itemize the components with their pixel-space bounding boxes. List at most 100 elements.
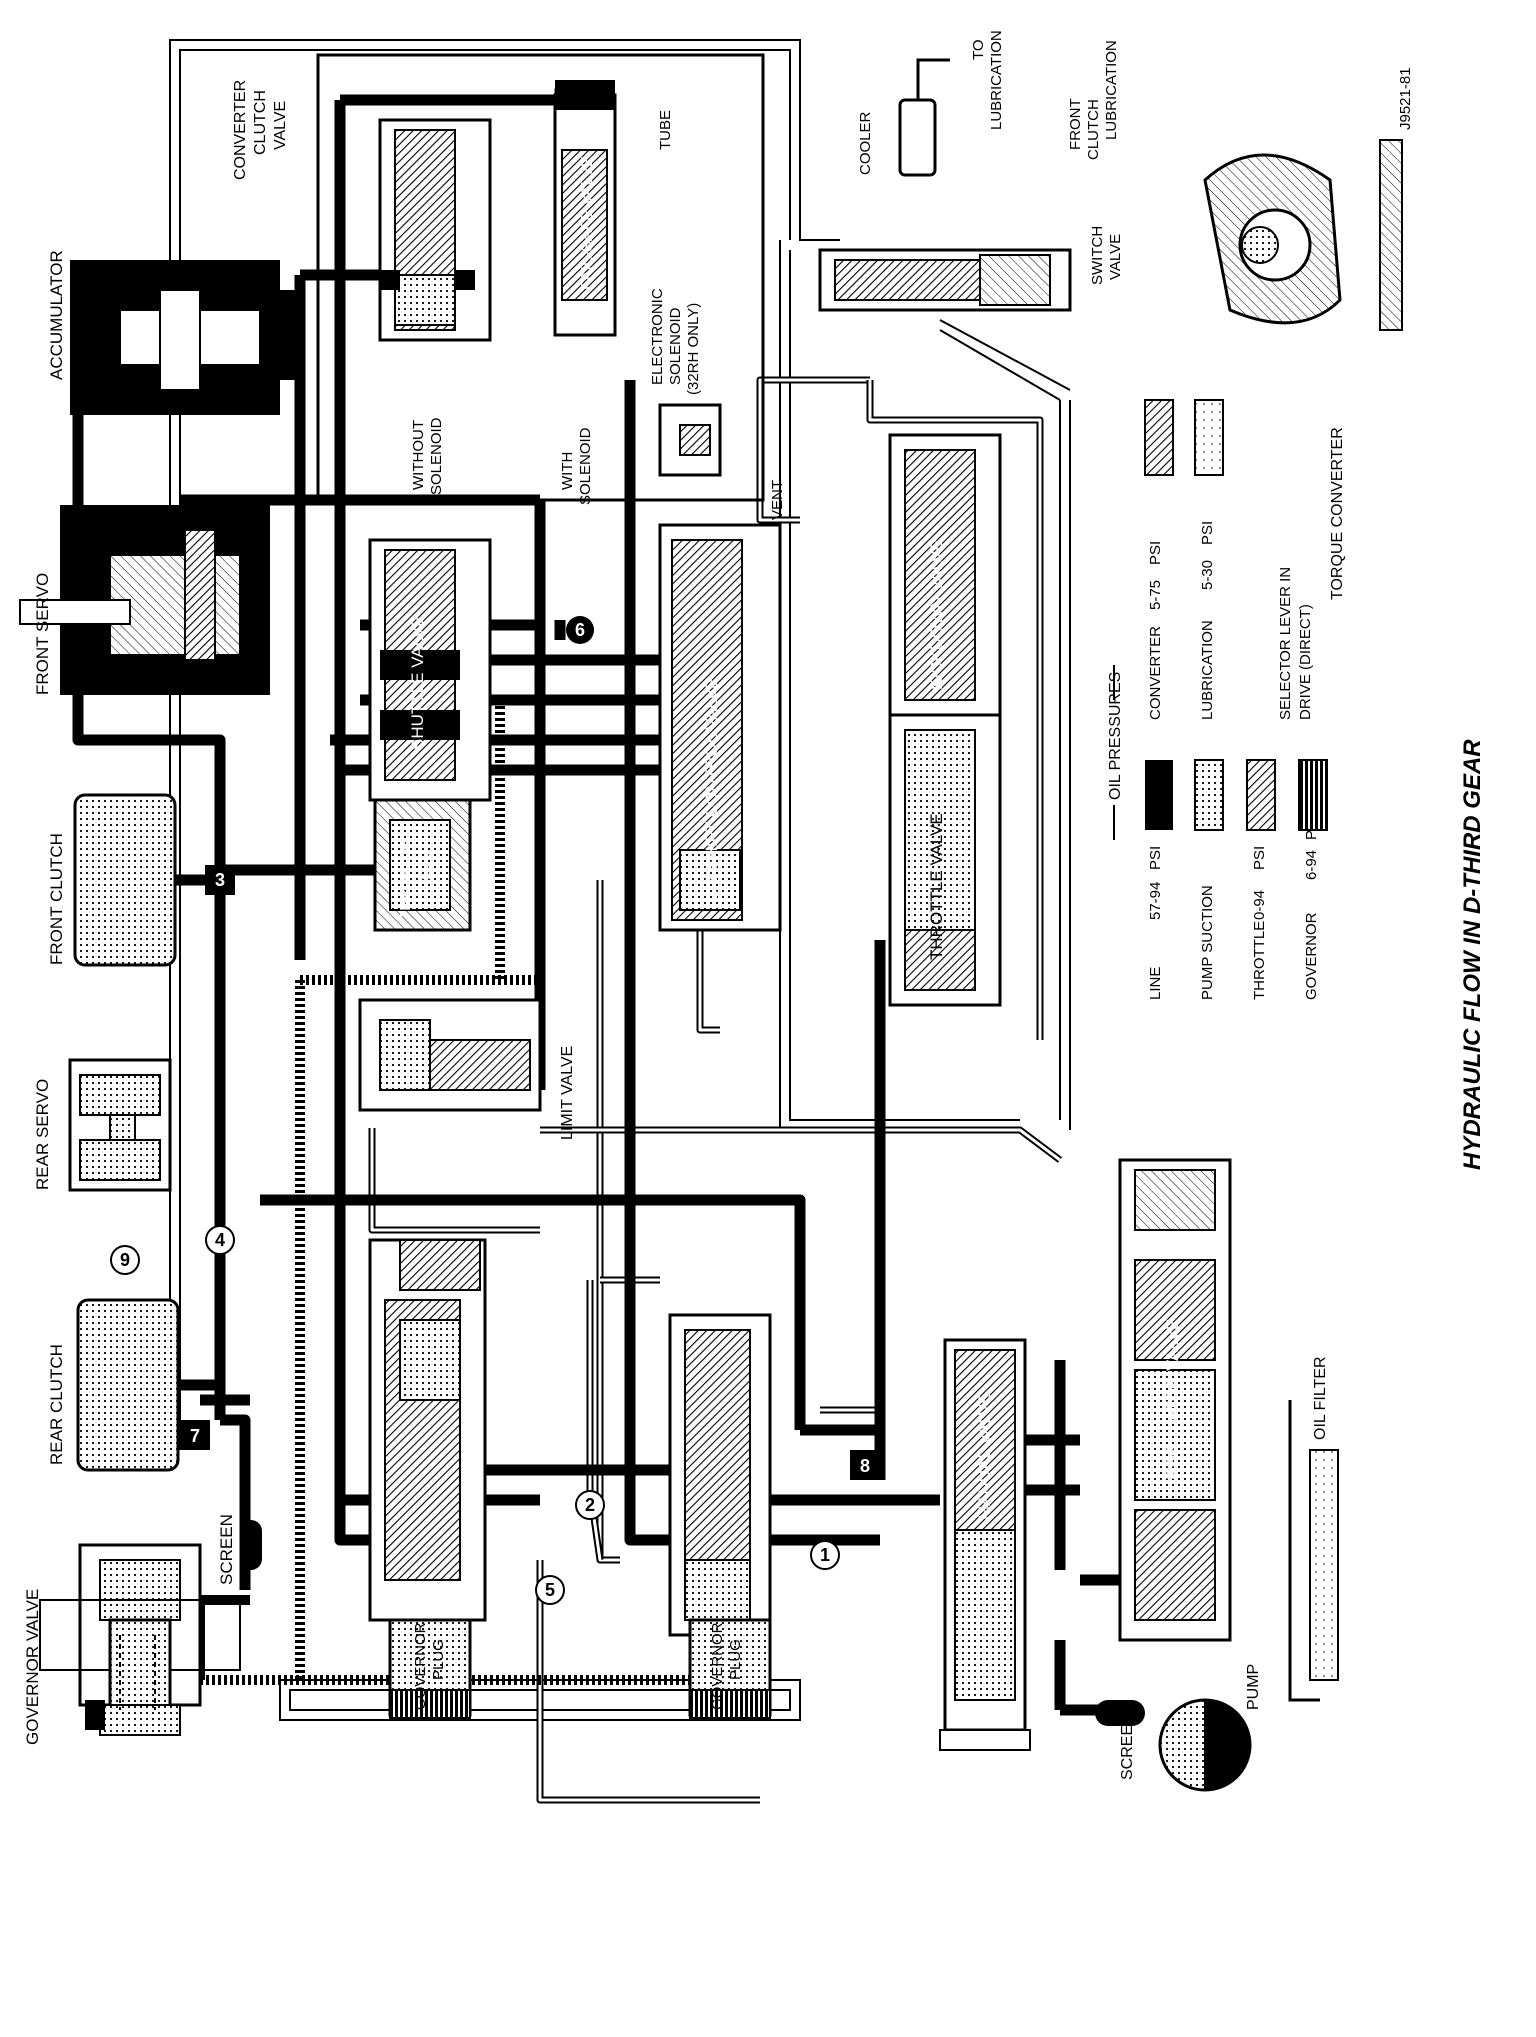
component-labels: GOVERNOR VALVE SCREEN REAR CLUTCH REAR S… [23, 30, 1346, 1780]
rear-clutch: 7 [76, 1298, 220, 1472]
label-to-lubrication-1: TO [970, 39, 987, 60]
svg-text:9: 9 [120, 1250, 130, 1270]
figure-title: HYDRAULIC FLOW IN D-THIRD GEAR [1459, 739, 1486, 1170]
label-shift-control-valve: 1-2 SHIFT CONTROL VALVE [702, 678, 721, 900]
label-with-solenoid-1: WITH [559, 452, 576, 490]
label-governor-plug-a-1: GOVERNOR [412, 1622, 429, 1710]
check-ball-4: 4 [205, 1225, 235, 1255]
oil-filter [1288, 1400, 1339, 1702]
label-shuttle-valve: SHUTTLE VALVE [408, 616, 427, 750]
legend-item-pump-suction: PUMP SUCTION [1194, 759, 1224, 1000]
svg-text:PSI: PSI [1199, 521, 1216, 545]
svg-text:LINE: LINE [1147, 967, 1164, 1000]
label-switch-valve-1: SWITCH [1089, 226, 1106, 285]
screen-bottom [1095, 1700, 1145, 1726]
svg-text:57-94: 57-94 [1147, 882, 1164, 920]
svg-text:5-75: 5-75 [1147, 580, 1164, 610]
label-converter-clutch-3: VALVE [272, 101, 289, 150]
legend-item-lubrication: LUBRICATION 5-30 PSI [1194, 399, 1224, 720]
converter-clutch-enclosure [316, 53, 765, 502]
legend-item-governor: GOVERNOR 6-94 PSI [1298, 759, 1328, 1000]
label-electronic-solenoid-3: (32RH ONLY) [685, 303, 702, 395]
svg-text:PSI: PSI [1251, 846, 1268, 870]
label-tube: TUBE [657, 110, 674, 150]
svg-text:THROTTLE: THROTTLE [1251, 921, 1268, 1000]
throttle-valve [888, 713, 1002, 1007]
svg-text:8: 8 [860, 1456, 870, 1476]
front-clutch [73, 793, 235, 967]
label-fail-safe-valve: FAIL-SAFE VALVE [579, 156, 596, 290]
label-vent: VENT [769, 480, 786, 520]
svg-text:DRIVE (DIRECT): DRIVE (DIRECT) [1297, 604, 1314, 720]
svg-text:4: 4 [215, 1230, 225, 1250]
label-front-servo: FRONT SERVO [33, 573, 52, 695]
label-front-clutch-lub-3: LUBRICATION [1103, 40, 1120, 140]
check-balls: 1 2 3 4 5 6 8 9 [110, 616, 880, 1605]
legend-item-throttle: THROTTLE 0-94 PSI [1246, 759, 1276, 1000]
legend-note-selector-lever: SELECTOR LEVER IN DRIVE (DIRECT) [1277, 567, 1314, 720]
check-ball-2: 2 [575, 1490, 605, 1520]
accumulator [70, 260, 300, 415]
check-ball-1: 1 [810, 1540, 840, 1570]
rear-servo [68, 1058, 172, 1192]
label-governor-plug-a-2: PLUG [430, 1639, 447, 1680]
shift-control-valve-12 [658, 523, 782, 932]
shift-valve-12 [668, 1313, 772, 1637]
legend: OIL PRESSURES LINE 57-94 PSI PUMP SUCTIO… [1107, 399, 1328, 1000]
label-front-clutch-lub-2: CLUTCH [1085, 99, 1102, 160]
label-accumulator: ACCUMULATOR [47, 250, 66, 380]
figure-number: J9521-81 [1397, 67, 1414, 130]
label-governor-plug-b-2: PLUG [727, 1639, 744, 1680]
check-ball-7: 7 [190, 1426, 200, 1446]
cooler [898, 58, 950, 177]
label-rear-servo: REAR SERVO [33, 1079, 52, 1190]
shuttle-valve [368, 538, 492, 802]
label-governor-valve: GOVERNOR VALVE [23, 1589, 42, 1745]
svg-text:CONVERTER: CONVERTER [1147, 626, 1164, 720]
check-ball-9: 9 [110, 1245, 140, 1275]
label-without-solenoid-2: SOLENOID [428, 417, 445, 495]
label-switch-valve-2: VALVE [1107, 234, 1124, 280]
svg-text:3: 3 [215, 870, 225, 890]
svg-text:PSI: PSI [1147, 541, 1164, 565]
label-throttle-plug-2: PLUG [417, 849, 434, 890]
label-pump: PUMP [1245, 1664, 1262, 1710]
governor-plug-a [388, 1618, 472, 1719]
label-electronic-solenoid-2: SOLENOID [667, 307, 684, 385]
label-regulator-valve: REGULATOR VALVE [1163, 1319, 1182, 1480]
svg-text:LUBRICATION: LUBRICATION [1199, 620, 1216, 720]
fail-safe-valve [553, 80, 617, 337]
torque-converter [1203, 139, 1403, 331]
svg-text:5-30: 5-30 [1199, 560, 1216, 590]
screen-left [240, 1520, 262, 1570]
switch-valve [818, 248, 1072, 312]
kickdown-valve [888, 433, 1002, 717]
label-manual-valve: MANUAL VALVE [975, 1393, 994, 1520]
legend-item-line: LINE 57-94 PSI [1145, 760, 1173, 1000]
label-throttle-plug-1: THROTTLE [397, 841, 414, 920]
manual-valve [939, 1338, 1031, 1751]
check-ball-6: 6 [566, 616, 594, 644]
svg-text:5: 5 [545, 1580, 555, 1600]
label-screen-left: SCREEN [217, 1514, 236, 1585]
svg-text:0-94: 0-94 [1251, 890, 1268, 920]
label-to-lubrication-2: LUBRICATION [988, 30, 1005, 130]
svg-text:1: 1 [820, 1545, 830, 1565]
electronic-solenoid [658, 403, 722, 477]
label-front-clutch-lub-1: FRONT [1067, 98, 1084, 150]
label-screen-bottom: SCREEN [1119, 1713, 1136, 1780]
label-kickdown-valve: KICKDOWN VALVE [927, 539, 946, 690]
label-governor-plug-b-1: GOVERNOR [709, 1622, 726, 1710]
check-ball-5: 5 [535, 1575, 565, 1605]
front-servo [19, 505, 270, 695]
label-converter-clutch-2: CLUTCH [252, 90, 269, 155]
svg-text:6: 6 [575, 620, 585, 640]
svg-text:6-94: 6-94 [1303, 850, 1320, 880]
label-with-solenoid-2: SOLENOID [577, 427, 594, 505]
legend-item-converter: CONVERTER 5-75 PSI [1144, 399, 1174, 720]
shift-valve-23 [368, 1238, 487, 1622]
svg-text:SELECTOR LEVER IN: SELECTOR LEVER IN [1277, 567, 1294, 720]
limit-valve [358, 998, 542, 1112]
